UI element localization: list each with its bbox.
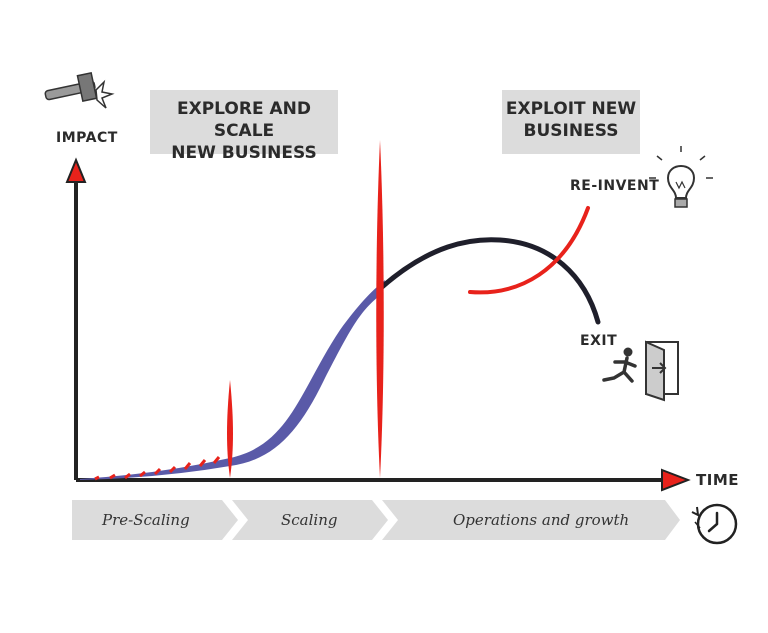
scaling-marker — [376, 140, 384, 478]
lightbulb-icon — [649, 146, 713, 208]
y-axis-arrow — [65, 157, 87, 183]
phase-pre-scaling-shape — [72, 500, 238, 540]
exploit-box-line2: BUSINESS — [523, 121, 619, 141]
explore-box: EXPLORE AND SCALE NEW BUSINESS — [150, 90, 338, 163]
exploit-box: EXPLOIT NEW BUSINESS — [502, 90, 640, 154]
exit-label: EXIT — [580, 333, 618, 349]
exploit-box-line1: EXPLOIT NEW — [505, 99, 637, 119]
pre-scaling-hatch — [94, 456, 221, 481]
explore-box-line1: EXPLORE AND SCALE — [177, 99, 311, 141]
phase-label-operations: Operations and growth — [453, 511, 630, 529]
phase-operations-shape — [382, 500, 680, 540]
phase-label-pre-scaling: Pre-Scaling — [102, 511, 190, 529]
operations-curve — [379, 237, 601, 325]
pre-scaling-marker — [227, 380, 233, 478]
hammer-icon — [44, 71, 115, 109]
explore-box-line2: NEW BUSINESS — [171, 143, 317, 163]
clock-icon — [691, 503, 738, 545]
reinvent-label: RE-INVENT — [570, 178, 660, 194]
phase-scaling-shape — [232, 500, 388, 540]
reinvent-curve — [468, 206, 590, 295]
running-man-exit-icon — [602, 340, 679, 402]
x-axis-label: TIME — [696, 471, 739, 489]
phase-band — [72, 500, 680, 540]
scaling-curve — [230, 280, 385, 466]
x-axis-arrow — [661, 468, 691, 492]
y-axis-label: IMPACT — [56, 130, 118, 146]
phase-label-scaling: Scaling — [281, 511, 338, 529]
pre-scaling-curve — [80, 458, 230, 480]
